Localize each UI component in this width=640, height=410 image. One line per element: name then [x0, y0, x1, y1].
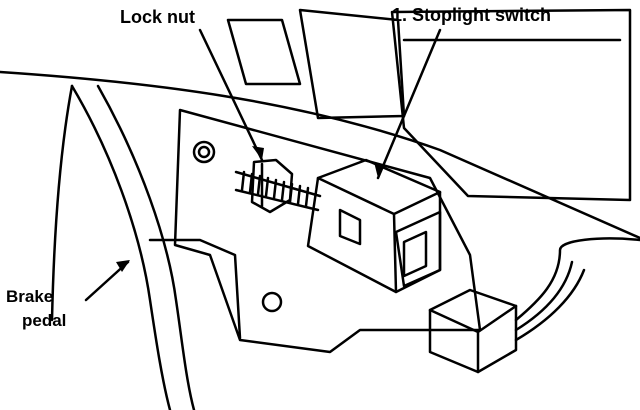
lock-nut [250, 158, 294, 214]
switch-body [306, 158, 442, 294]
brake-pedal-arrowhead [116, 260, 130, 272]
switch-arrowhead [374, 162, 384, 178]
harness-wires [514, 237, 640, 342]
dashboard-edge [0, 70, 640, 240]
lock-nut-label: Lock nut [120, 7, 195, 27]
switch-connector [394, 210, 442, 288]
brake-label: Brake [6, 287, 54, 306]
upper-panel-left [226, 18, 302, 86]
lock-nut-arrowhead [252, 146, 264, 160]
switch-leader [376, 28, 442, 180]
round-hole [261, 291, 283, 313]
upper-panel-right [298, 8, 406, 120]
pedal-label: pedal [22, 311, 67, 330]
brake-pedal-arm [70, 84, 172, 410]
mounting-bracket [173, 108, 482, 354]
stoplight-switch-label: 1. Stoplight switch [392, 5, 552, 25]
lock-nut-leader [198, 28, 264, 162]
bolt-hole [192, 140, 216, 164]
upper-panel-far [390, 8, 632, 202]
threaded-rod [234, 170, 322, 212]
harness-connector [428, 288, 518, 374]
